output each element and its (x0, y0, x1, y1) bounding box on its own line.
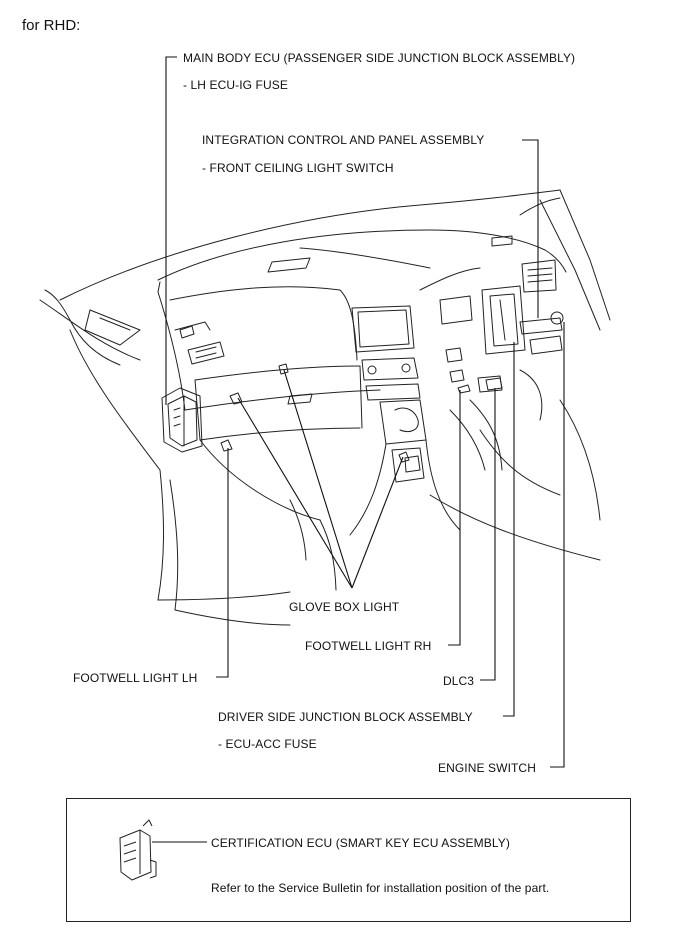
note-box (66, 798, 631, 922)
label-engine-switch: ENGINE SWITCH (438, 761, 536, 775)
label-footwell-light-rh: FOOTWELL LIGHT RH (305, 639, 432, 653)
service-bulletin-note: Refer to the Service Bulletin for instal… (211, 881, 550, 895)
label-certification-ecu: CERTIFICATION ECU (SMART KEY ECU ASSEMBL… (211, 836, 510, 850)
label-dlc3: DLC3 (443, 674, 475, 688)
label-driver-side-jb: DRIVER SIDE JUNCTION BLOCK ASSEMBLY (218, 710, 473, 724)
label-main-body-ecu: MAIN BODY ECU (PASSENGER SIDE JUNCTION B… (183, 51, 576, 65)
label-ecu-acc-fuse: - ECU-ACC FUSE (218, 737, 317, 751)
label-footwell-light-lh: FOOTWELL LIGHT LH (73, 671, 198, 685)
label-glove-box-light: GLOVE BOX LIGHT (289, 600, 400, 614)
label-integration-control: INTEGRATION CONTROL AND PANEL ASSEMBLY (202, 133, 485, 147)
page-header: for RHD: (22, 17, 81, 34)
label-lh-ecu-ig-fuse: - LH ECU-IG FUSE (183, 78, 288, 92)
label-front-ceiling-light-switch: - FRONT CEILING LIGHT SWITCH (202, 161, 394, 175)
